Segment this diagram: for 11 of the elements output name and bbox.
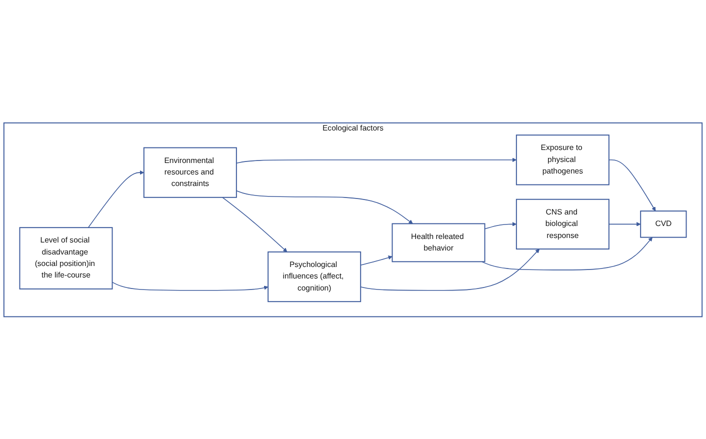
arrow (236, 157, 517, 164)
arrow (608, 222, 641, 226)
arrow (112, 282, 268, 290)
arrow (236, 190, 413, 224)
arrow (360, 255, 392, 266)
arrow (88, 170, 144, 228)
arrow (484, 222, 517, 229)
arrow (222, 196, 288, 252)
arrow (360, 248, 540, 290)
arrow (608, 159, 656, 211)
arrow (481, 236, 653, 270)
